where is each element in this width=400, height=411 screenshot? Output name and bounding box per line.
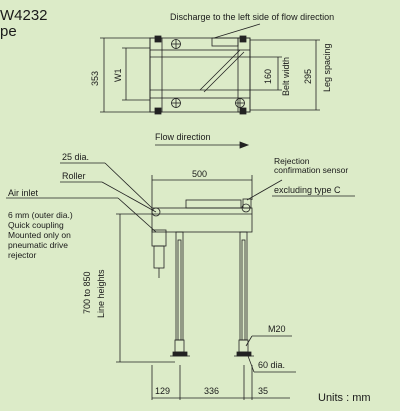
coupling-line3: Mounted only on [8,230,71,240]
discharge-note: Discharge to the left side of flow direc… [170,12,335,22]
side-view-elevation [151,198,254,357]
roller-dia-label: 25 dia. [62,152,90,162]
line-heights-label: Line heights [96,269,106,318]
rejection-sensor-line1: Rejection [274,156,310,166]
top-view-plan [149,35,251,115]
dim-500-label: 500 [192,169,208,179]
dim-35-label: 35 [258,386,269,396]
foot-dia-label: 60 dia. [258,360,286,370]
dim-160-label: 160 [263,68,273,84]
height-range-label: 700 to 850 [82,271,92,314]
model-title-line1: W4232 [0,7,48,24]
model-title-line2: pe [0,23,17,40]
rejection-sensor-line2: confirmation sensor [274,165,349,175]
roller-label: Roller [62,171,86,181]
coupling-line4: pneumatic drive [8,240,69,250]
dim-353-label: 353 [90,70,100,86]
dim-w1-label: W1 [113,68,123,83]
belt-width-label: Belt width [281,56,291,96]
m20-label: M20 [268,324,286,334]
dim-129-label: 129 [155,386,171,396]
flow-direction-label: Flow direction [155,132,211,142]
dim-336-label: 336 [204,386,220,396]
coupling-line5: rejector [8,250,37,260]
coupling-line1: 6 mm (outer dia.) [8,210,73,220]
dim-295-label: 295 [303,68,313,84]
units-label: Units : mm [318,392,371,404]
air-inlet-label: Air inlet [8,188,39,198]
excluding-type-c-label: excluding type C [274,185,341,195]
coupling-line2: Quick coupling [8,220,64,230]
leg-spacing-label: Leg spacing [322,43,332,92]
